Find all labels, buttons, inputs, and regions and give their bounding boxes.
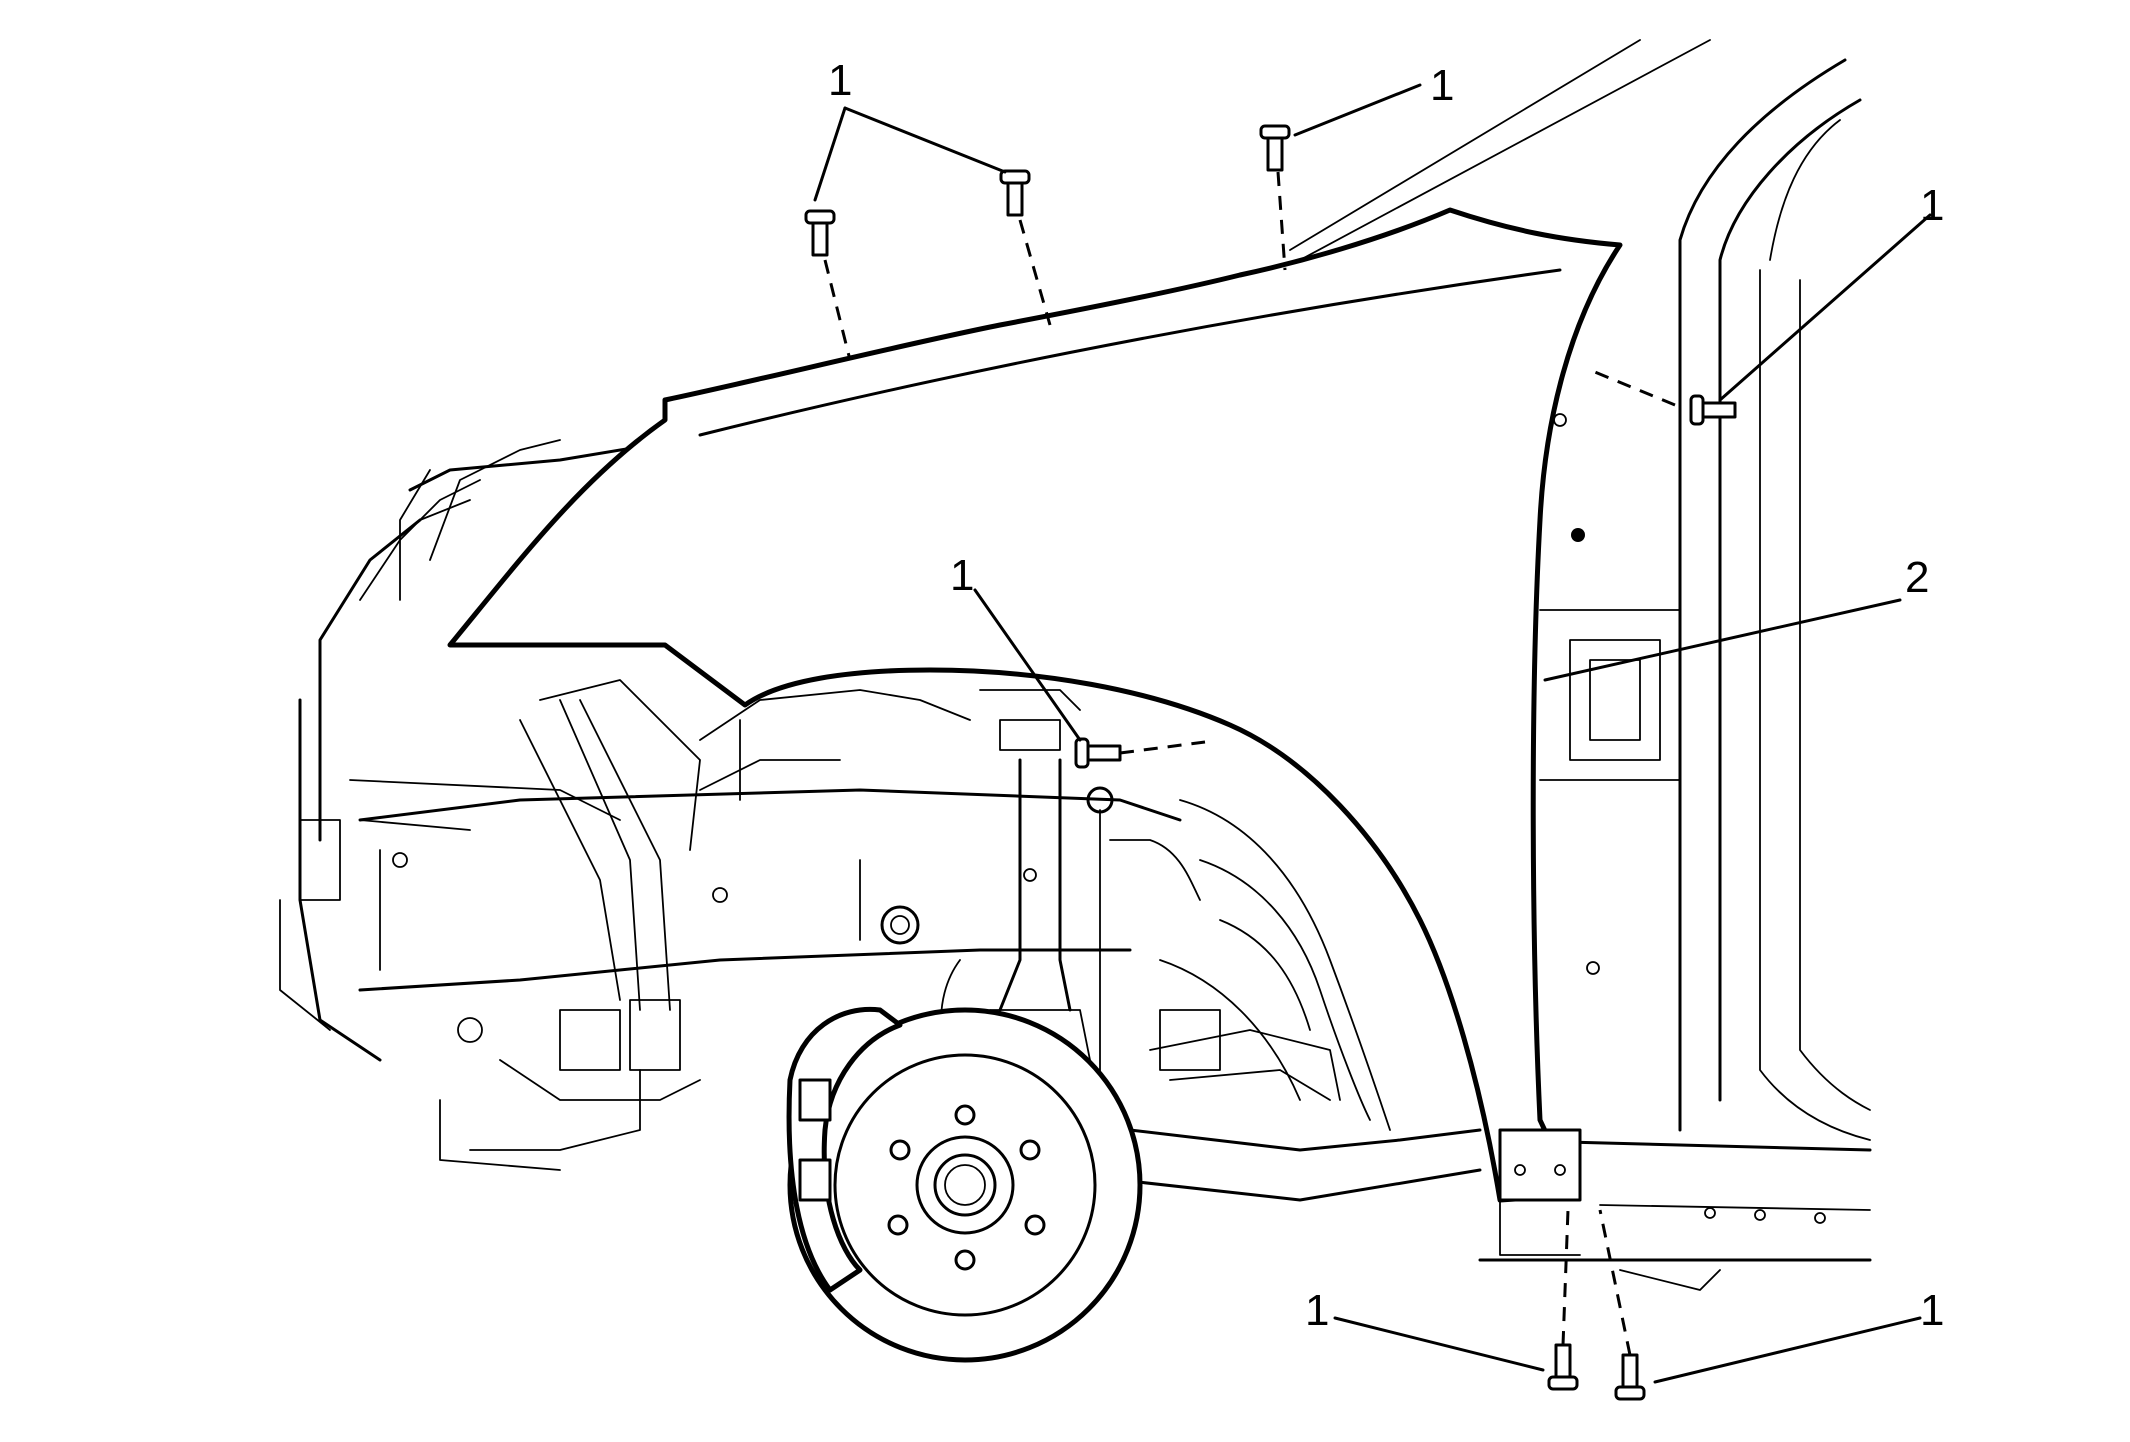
wheel-brake-assembly [786, 1006, 1143, 1363]
installation-dash-lines [823, 171, 1676, 1356]
lower-control-arm [1118, 1009, 1482, 1202]
bolt-icon [1259, 124, 1291, 172]
callout-label: 1 [1920, 181, 1944, 230]
bolt-icon [1547, 1343, 1579, 1391]
fender-panel [447, 207, 1623, 1256]
callout-leader-lines [813, 83, 1932, 1384]
callout-label: 1 [1920, 1286, 1944, 1335]
callout-label: 1 [1305, 1286, 1329, 1335]
callout-labels: 1 1 1 1 2 1 1 [828, 56, 1944, 1335]
body-side-frame [1539, 58, 1871, 1141]
bolt-icon [1689, 394, 1737, 426]
bolt-icon [999, 169, 1031, 217]
wheelhouse-liner [1159, 799, 1391, 1131]
bolt-icon [804, 209, 836, 257]
front-structure [279, 438, 682, 1062]
bolt-icon [1074, 737, 1122, 769]
engine-bay-components [439, 679, 1081, 1171]
callout-label: 1 [828, 56, 852, 105]
bolt-icon [1614, 1353, 1646, 1401]
callout-label: 1 [1430, 61, 1454, 110]
frame-rail [358, 788, 1182, 992]
callout-label: 2 [1905, 553, 1929, 602]
windshield-lines [1289, 39, 1711, 261]
fastener-bolts [804, 124, 1737, 1401]
callout-label: 1 [950, 551, 974, 600]
